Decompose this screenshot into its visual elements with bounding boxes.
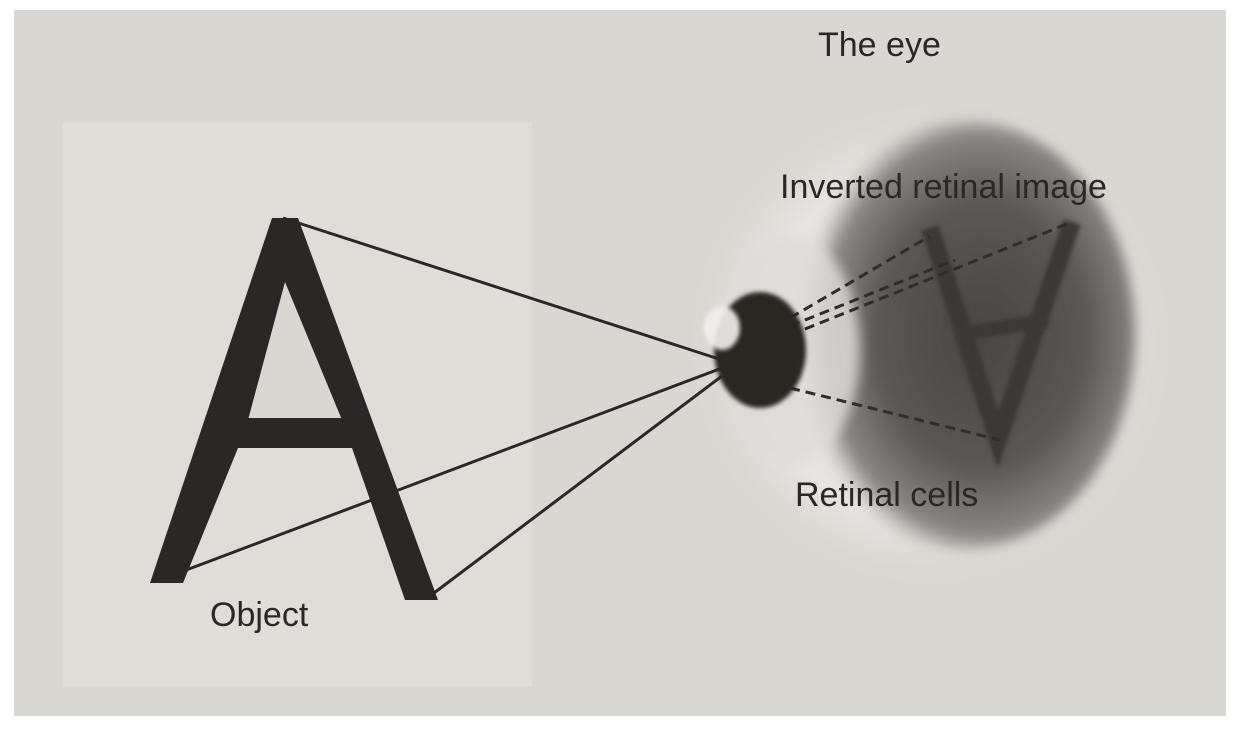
title-label: The eye [818,26,941,64]
object-label: Object [210,596,309,634]
retinal-cells-label: Retinal cells [795,476,978,514]
lens-highlight [704,306,740,350]
inverted-retinal-image-label: Inverted retinal image [780,168,1107,206]
object-letter-crossbar [230,418,350,448]
